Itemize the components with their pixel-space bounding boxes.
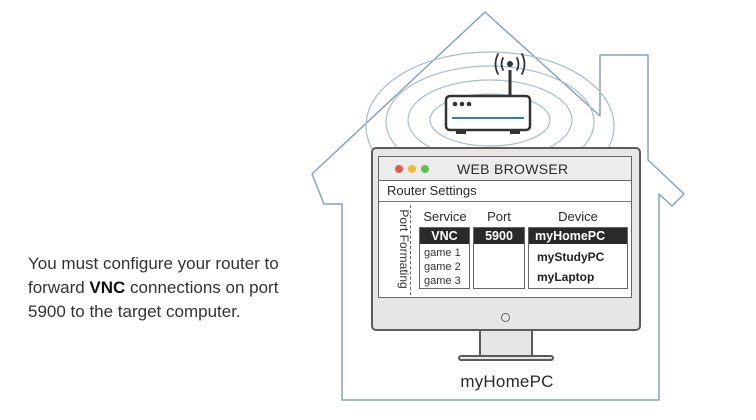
instruction-caption: You must configure your router to forwar… — [28, 252, 318, 324]
power-button-icon — [501, 313, 510, 322]
device-myhomepc-selected[interactable]: myHomePC — [529, 228, 627, 244]
router-settings-label: Router Settings — [379, 181, 631, 202]
service-column-header: Service — [423, 209, 467, 224]
device-mystudypc[interactable]: myStudyPC — [537, 250, 605, 264]
port-5900-selected[interactable]: 5900 — [474, 228, 524, 244]
close-dot-icon — [395, 165, 403, 173]
port-formatting-sidebar: Port Formating — [381, 205, 411, 295]
device-column-header: Device — [558, 209, 598, 224]
monitor-stand-base — [458, 355, 554, 361]
browser-titlebar: WEB BROWSER — [379, 157, 631, 181]
device-column: myHomePC myStudyPC myLaptop — [528, 227, 628, 289]
maximize-dot-icon — [421, 165, 429, 173]
port-column-header: Port — [487, 209, 511, 224]
port-formatting-label: Port Formating — [397, 209, 411, 289]
web-browser-window: WEB BROWSER Router Settings Port Formati… — [378, 156, 632, 298]
browser-title: WEB BROWSER — [457, 161, 569, 177]
service-game-2[interactable]: game 2 — [424, 261, 461, 273]
service-vnc-selected[interactable]: VNC — [420, 228, 469, 244]
service-column: VNC game 1 game 2 game 3 — [419, 227, 470, 289]
device-mylaptop[interactable]: myLaptop — [537, 270, 595, 284]
router-icon — [444, 61, 532, 134]
caption-bold-vnc: VNC — [89, 278, 126, 297]
caption-text-1: You must configure your router to forwar… — [28, 254, 279, 297]
service-game-1[interactable]: game 1 — [424, 247, 461, 259]
house-computer-label: myHomePC — [460, 372, 554, 391]
port-column: 5900 — [473, 227, 525, 289]
monitor-stand-neck — [479, 331, 533, 355]
service-game-3[interactable]: game 3 — [424, 275, 461, 287]
minimize-dot-icon — [408, 165, 416, 173]
wifi-signal-icon — [494, 53, 526, 75]
caption-text-2: connections on port 5900 to the target c… — [28, 278, 279, 321]
